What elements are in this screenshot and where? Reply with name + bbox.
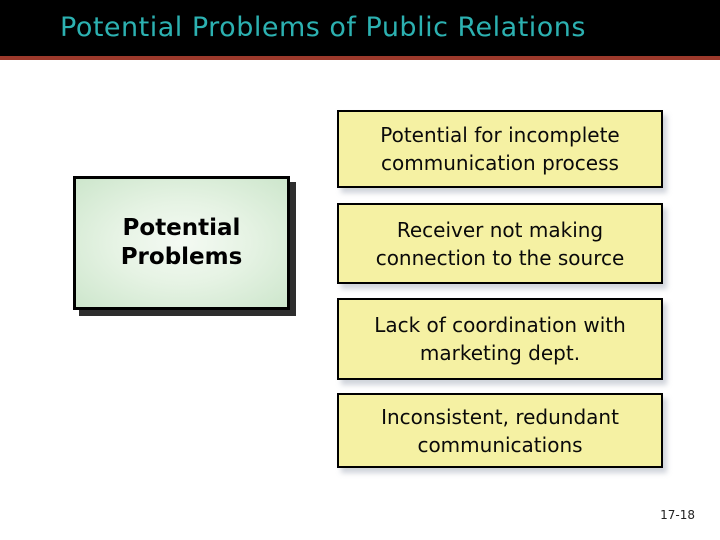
- potential-problems-box: Potential Problems: [73, 176, 290, 310]
- page-number: 17-18: [660, 508, 695, 522]
- problem-box-label: Potential for incomplete communication p…: [380, 123, 620, 175]
- problem-box-inconsistent: Inconsistent, redundant communications: [337, 393, 663, 468]
- title-divider-line: [0, 56, 720, 60]
- potential-problems-label: Potential Problems: [120, 215, 243, 270]
- problem-box-label: Inconsistent, redundant communications: [381, 404, 619, 457]
- problem-box-receiver-connection: Receiver not making connection to the so…: [337, 203, 663, 284]
- problem-box-label: Receiver not making connection to the so…: [375, 217, 625, 270]
- slide-title-bar: Potential Problems of Public Relations: [0, 0, 720, 56]
- problem-box-coordination: Lack of coordination with marketing dept…: [337, 298, 663, 380]
- problem-box-label: Lack of coordination with marketing dept…: [374, 313, 626, 365]
- slide-title: Potential Problems of Public Relations: [60, 12, 586, 43]
- problem-box-incomplete-communication: Potential for incomplete communication p…: [337, 110, 663, 188]
